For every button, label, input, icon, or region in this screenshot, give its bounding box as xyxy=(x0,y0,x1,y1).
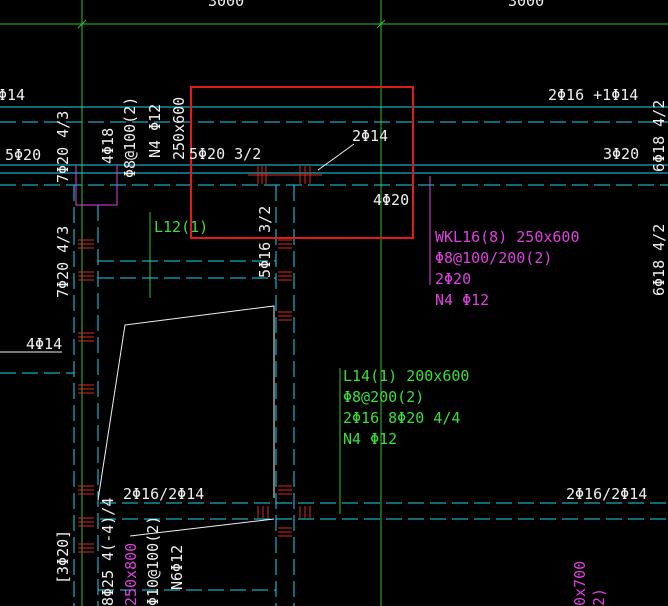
l14-line-4: N4 Φ12 xyxy=(343,430,397,448)
label-bottom-right-2phi16: 2Φ16/2Φ14 xyxy=(566,485,647,503)
label-l12[interactable]: L12(1) xyxy=(154,218,208,236)
annotation-strokes xyxy=(0,143,355,537)
label-v-n4-phi12: N4 Φ12 xyxy=(146,104,164,158)
label-box-4phi20: 4Φ20 xyxy=(373,191,409,209)
wkl16-annotation[interactable]: WKL16(8) 250x600 Φ8@100/200(2) 2Φ20 N4 Φ… xyxy=(435,228,580,309)
label-v-2: 2) xyxy=(590,588,608,606)
label-top-right-edge: 2Φ16 +1Φ14 xyxy=(548,86,638,104)
label-v-4phi18: 4Φ18 xyxy=(99,128,117,164)
label-v-n6-phi12: N6Φ12 xyxy=(168,545,186,590)
l14-line-1: L14(1) 200x600 xyxy=(343,367,469,385)
wkl16-line-3: 2Φ20 xyxy=(435,270,471,288)
label-v-7phi20-43-top: 7Φ20 4/3 xyxy=(54,111,72,183)
label-v-250x800: 250x800 xyxy=(122,543,140,606)
label-top-left-edge: Φ14 xyxy=(0,86,25,104)
dimension-tick-mid xyxy=(376,19,386,29)
label-v-6phi18-top: 6Φ18 4/2 xyxy=(650,100,668,172)
wkl16-line-2: Φ8@100/200(2) xyxy=(435,249,552,267)
label-v-6phi18-mid: 6Φ18 4/2 xyxy=(650,224,668,296)
column-stub xyxy=(75,165,431,285)
dimension-top-right: 3000 xyxy=(508,0,544,10)
section-marks xyxy=(78,166,322,553)
wkl16-line-4: N4 Φ12 xyxy=(435,291,489,309)
wkl16-line-1: WKL16(8) 250x600 xyxy=(435,228,580,246)
label-v-phi8-100: Φ8@100(2) xyxy=(121,97,139,178)
label-v-phi10-100: Φ10@100(2) xyxy=(144,516,162,606)
l14-line-2: Φ8@200(2) xyxy=(343,388,424,406)
l14-line-3: 2Φ16 8Φ20 4/4 xyxy=(343,409,460,427)
label-left-4phi14: 4Φ14 xyxy=(26,335,62,353)
label-left-5phi20: 5Φ20 xyxy=(5,146,41,164)
label-v-8phi25: 8Φ25 4(-4)/4 xyxy=(99,498,117,606)
highlight-box[interactable] xyxy=(190,86,414,239)
label-v-5phi16-32: 5Φ16 3/2 xyxy=(256,206,274,278)
label-bottom-mid-2phi16: 2Φ16/2Φ14 xyxy=(123,485,204,503)
l14-annotation[interactable]: L14(1) 200x600 Φ8@200(2) 2Φ16 8Φ20 4/4 N… xyxy=(343,367,469,448)
label-box-2phi14: 2Φ14 xyxy=(352,127,388,145)
label-mid-5phi20-32: 5Φ20 3/2 xyxy=(189,145,261,163)
label-v-250x600: 250x600 xyxy=(170,97,188,160)
label-right-3phi20: 3Φ20 xyxy=(603,145,639,163)
label-v-7phi20-43-lower: 7Φ20 4/3 xyxy=(54,226,72,298)
dimension-top-left: 3000 xyxy=(208,0,244,10)
label-v-bottom-3phi20: [3Φ20] xyxy=(54,530,72,584)
beam-edges-dashed xyxy=(0,121,668,606)
label-v-0x700: 0x700 xyxy=(571,561,589,606)
